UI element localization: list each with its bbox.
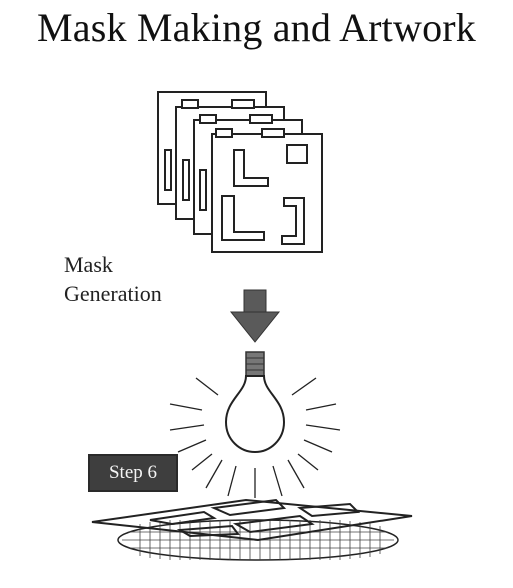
light-rays [169, 377, 341, 498]
light-bulb-icon [224, 351, 286, 454]
mask-plate [91, 498, 413, 542]
down-arrow [229, 289, 281, 343]
label-line-1: Mask [64, 252, 113, 277]
label-line-2: Generation [64, 281, 162, 306]
mask-generation-label: Mask Generation [64, 250, 162, 308]
mask-stack [157, 91, 323, 253]
page-title: Mask Making and Artwork [37, 5, 476, 50]
step-badge: Step 6 [88, 454, 178, 492]
mask-pattern [221, 144, 308, 245]
